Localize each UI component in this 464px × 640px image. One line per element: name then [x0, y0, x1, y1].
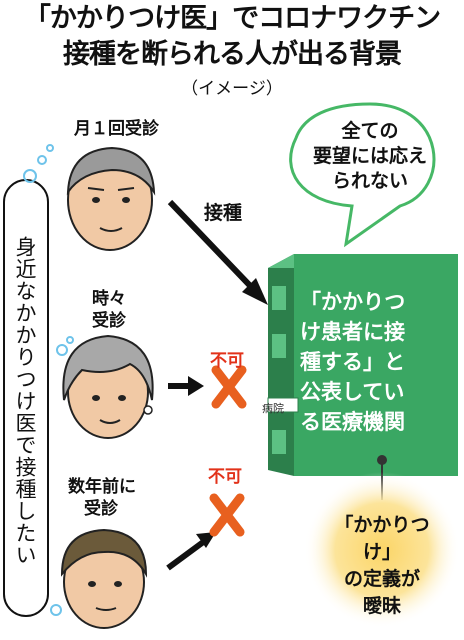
speech-line-1: 全ての	[341, 120, 399, 142]
hospital-sign: 病院	[262, 402, 284, 415]
subtitle: （イメージ）	[181, 79, 283, 99]
patient-1-face	[66, 146, 156, 251]
title-line-1: 「かかりつけ医」でコロナワクチン	[23, 3, 441, 34]
note-line-1: 「かかりつけ」	[334, 514, 430, 563]
speech-line-3: られない	[331, 170, 408, 192]
note-line-2: の定義が	[343, 568, 420, 590]
building-line-3: 種する」と	[300, 350, 405, 374]
building-line-1: 「かかりつ	[300, 290, 406, 314]
patient-2-result: 不可	[210, 351, 244, 371]
patient-2-label-line-1: 時々	[92, 289, 126, 309]
arrow-patient2	[168, 376, 204, 396]
patient-3-face	[60, 528, 148, 629]
arrow-patient3	[166, 532, 216, 571]
thought-text: 身近なかかりつけ医で接種したい	[13, 236, 37, 566]
building-line-5: る医療機関	[300, 410, 405, 434]
hospital-building	[267, 254, 458, 476]
building-line-2: け患者に接	[300, 320, 405, 344]
patient-3-label-line-1: 数年前に	[68, 477, 136, 497]
patient-1-result: 接種	[204, 202, 243, 224]
patient-2-face	[62, 334, 154, 439]
note-text: 「かかりつけ」 の定義が 曖昧	[322, 512, 442, 620]
patient-1-label: 月１回受診	[74, 119, 159, 139]
patient-3-label-line-2: 受診	[84, 499, 118, 519]
building-text: 「かかりつ け患者に接 種する」と 公表してい る医療機関	[300, 287, 450, 437]
thought-bubble	[3, 144, 74, 617]
cross-mark-2	[209, 493, 245, 537]
note-glow	[304, 472, 460, 628]
speech-line-2: 要望には応え	[312, 145, 427, 167]
patient-2-label-line-2: 受診	[92, 311, 126, 331]
note-line-3: 曖昧	[362, 595, 401, 617]
building-line-4: 公表してい	[300, 380, 405, 404]
title-line-2: 接種を断られる人が出る背景	[63, 39, 402, 70]
speech-bubble	[289, 102, 436, 248]
cross-mark-1	[211, 365, 247, 409]
speech-bubble-text: 全ての 要望には応え られない	[290, 119, 450, 194]
arrow-patient1-to-building	[167, 199, 268, 305]
patient-3-result: 不可	[208, 467, 242, 487]
